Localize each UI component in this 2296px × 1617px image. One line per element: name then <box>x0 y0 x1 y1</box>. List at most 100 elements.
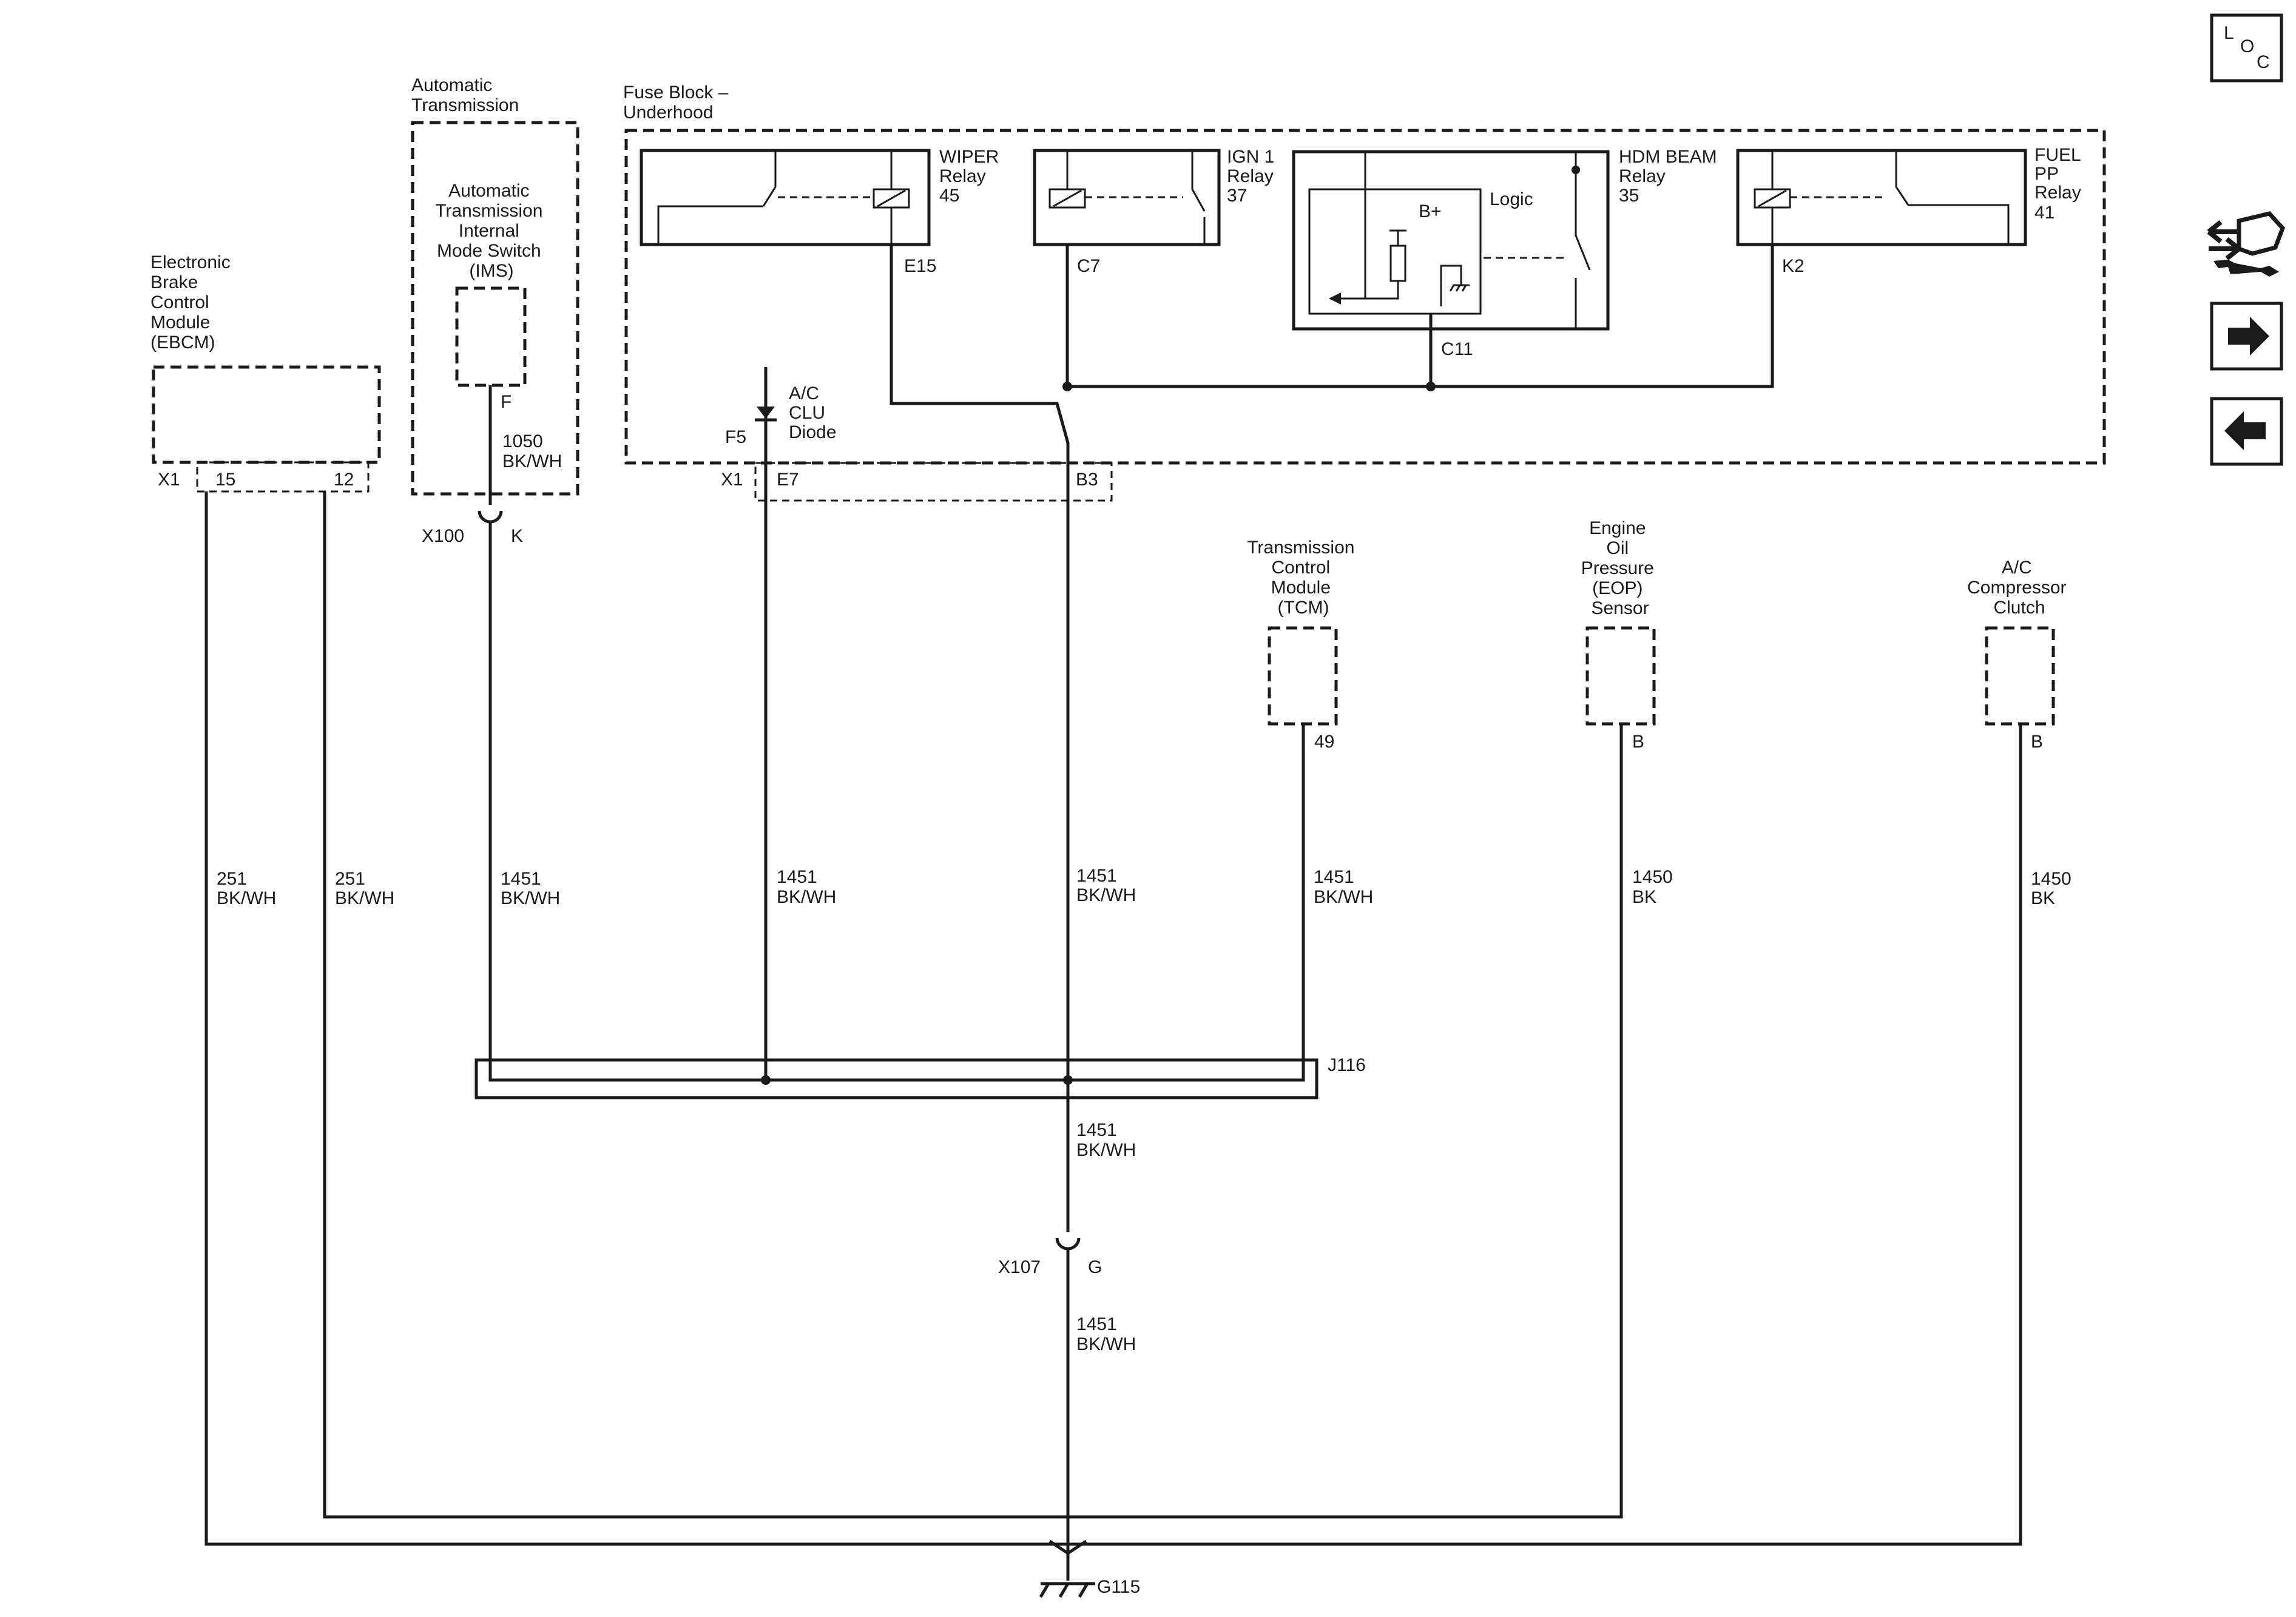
eop-box <box>1585 626 1656 726</box>
wire-1451-b3-circuit: 1451 <box>1076 866 1117 886</box>
hdm-logic-output <box>1332 281 1399 300</box>
fuel-pp-relay-wire <box>1067 245 1774 388</box>
wiper-relay-box <box>640 149 931 246</box>
wire-1451-j116-color: BK/WH <box>1076 1140 1136 1160</box>
ign1-relay-box <box>1033 149 1221 246</box>
ground-symbol <box>1039 1582 1089 1598</box>
arrow-right-icon <box>2228 317 2269 356</box>
ebcm-module[interactable]: Electronic Brake Control Module (EBCM) X… <box>150 252 381 493</box>
splice-j116-node-b3 <box>1063 1075 1073 1085</box>
hdm-beam-relay-box <box>1292 150 1610 331</box>
wire-1450-eop-color: BK <box>1632 887 1656 907</box>
wiper-relay-wire <box>890 245 1070 463</box>
ac-clutch-label: A/C Compressor Clutch <box>1967 558 2071 618</box>
tcm-label: Transmission Control Module (TCM) <box>1247 538 1360 618</box>
fuel-pp-relay-switch <box>1895 150 2010 245</box>
splice-j116-bus <box>488 1075 1305 1082</box>
wrench-shape <box>2213 260 2279 277</box>
wire-1450-ac-circuit: 1450 <box>2031 869 2071 889</box>
wire-1451-diode-circuit: 1451 <box>777 867 817 887</box>
automatic-transmission-box <box>411 121 579 496</box>
fuel-pp-relay[interactable]: FUEL PP Relay 41 K2 <box>1736 145 2086 276</box>
wire-1450-ac-color: BK <box>2031 888 2055 908</box>
next-page-button[interactable] <box>2210 302 2283 371</box>
tcm-module[interactable]: Transmission Control Module (TCM) 49 <box>1247 538 1360 752</box>
tcm-pin-49: 49 <box>1314 732 1334 752</box>
ebcm-connector-x1 <box>196 461 370 493</box>
fuse-block-underhood[interactable]: Fuse Block – Underhood WIPER Relay 45 E1… <box>623 83 2106 502</box>
wire-251-ebcm-12[interactable] <box>323 491 1068 1519</box>
loc-letter-c: C <box>2257 52 2270 72</box>
ebcm-connector-name: X1 <box>158 470 180 490</box>
ac-compressor-clutch[interactable]: A/C Compressor Clutch B <box>1967 558 2071 752</box>
loc-button-frame <box>2210 13 2283 83</box>
x107-pin-g: G <box>1088 1257 1102 1277</box>
hdm-resistor <box>1389 245 1406 282</box>
fuse-block-pin-b3: B3 <box>1076 470 1098 490</box>
arrow-pair-shape <box>2207 220 2241 261</box>
x100-connector-symbol <box>478 510 503 524</box>
ac-clutch-box <box>1985 626 2055 726</box>
loc-button[interactable]: L O C <box>2210 13 2283 83</box>
ims-label: Automatic Transmission Internal Mode Swi… <box>435 181 548 281</box>
eop-label: Engine Oil Pressure (EOP) Sensor <box>1581 518 1659 618</box>
hdm-beam-relay-pin-c11: C11 <box>1441 339 1473 359</box>
connector-wrench-icon[interactable] <box>2207 211 2286 277</box>
ign1-relay-coil-slash <box>1053 189 1082 208</box>
loc-letter-o: O <box>2240 36 2254 56</box>
wire-251-ebcm-15[interactable] <box>204 491 1068 1546</box>
wire-1050-color: BK/WH <box>502 451 562 471</box>
x107-connector-symbol <box>1055 1237 1081 1251</box>
fuse-block-box <box>624 129 2106 465</box>
wiper-relay-internal-wire <box>657 205 763 245</box>
ground-g115-name: G115 <box>1097 1577 1140 1597</box>
ac-clu-diode-label: A/C CLU Diode <box>789 383 836 442</box>
tcm-box <box>1268 626 1338 726</box>
fuel-pp-relay-box <box>1736 149 2027 246</box>
x100-pin-k: K <box>511 526 523 546</box>
wiper-relay[interactable]: WIPER Relay 45 E15 <box>640 147 1004 276</box>
ac-clu-diode-pin-f5: F5 <box>725 427 746 447</box>
ebcm-box <box>152 365 381 464</box>
wire-1450-ac-clutch[interactable] <box>1068 724 2022 1546</box>
hdm-relay-switch <box>1575 152 1591 329</box>
ign1-relay-switch <box>1191 150 1206 245</box>
wire-251-a-color: BK/WH <box>217 888 276 908</box>
splice-j116[interactable]: J116 <box>474 1055 1366 1099</box>
wiper-relay-coil-slash <box>877 189 906 208</box>
diode-symbol <box>757 407 775 419</box>
plug-shape <box>2237 211 2286 256</box>
wiper-relay-pin-e15: E15 <box>904 256 936 276</box>
fuse-block-splice-2 <box>1426 382 1436 391</box>
ebcm-pin-15: 15 <box>215 470 235 490</box>
arrow-left-icon <box>2224 411 2266 450</box>
wire-1050-circuit: 1050 <box>502 431 543 451</box>
wiper-relay-switch <box>762 150 777 207</box>
hdm-logic-ground-symbol <box>1449 284 1470 292</box>
ac-clutch-pin-b: B <box>2031 732 2043 752</box>
hdm-beam-relay[interactable]: B+ Logic HDM BEAM Relay 35 C11 <box>1292 147 1722 359</box>
x100-connector-name: X100 <box>422 526 464 546</box>
automatic-transmission-label: Automatic Transmission <box>411 75 519 115</box>
ims-module[interactable]: Automatic Transmission Automatic Transmi… <box>411 75 579 496</box>
ims-switch-box <box>455 286 527 387</box>
ims-pin-f: F <box>501 392 512 412</box>
loc-letter-l: L <box>2224 23 2234 43</box>
wire-1451-x107-color: BK/WH <box>1076 1334 1136 1354</box>
ground-g115[interactable]: G115 <box>1039 1539 1140 1598</box>
ac-clu-diode[interactable]: A/C CLU Diode F5 <box>725 367 836 447</box>
ign1-relay[interactable]: IGN 1 Relay 37 C7 <box>1033 147 1280 276</box>
ign1-relay-label: IGN 1 Relay 37 <box>1227 147 1280 206</box>
hdm-transistor-top <box>1389 229 1406 246</box>
wire-1450-eop-circuit: 1450 <box>1632 867 1673 887</box>
prev-page-button[interactable] <box>2210 397 2283 466</box>
hdm-logic-box <box>1308 188 1482 315</box>
fuse-block-connector-name: X1 <box>721 470 743 490</box>
eop-sensor[interactable]: Engine Oil Pressure (EOP) Sensor B <box>1581 518 1659 752</box>
wire-251-b-circuit: 251 <box>335 869 365 889</box>
x107-connector-name: X107 <box>998 1257 1041 1277</box>
wire-1450-eop[interactable] <box>1068 724 1623 1519</box>
wire-1451-x107-circuit: 1451 <box>1076 1314 1117 1334</box>
wire-1451-ims-circuit: 1451 <box>501 869 541 889</box>
wire-1451-diode-color: BK/WH <box>777 887 836 907</box>
